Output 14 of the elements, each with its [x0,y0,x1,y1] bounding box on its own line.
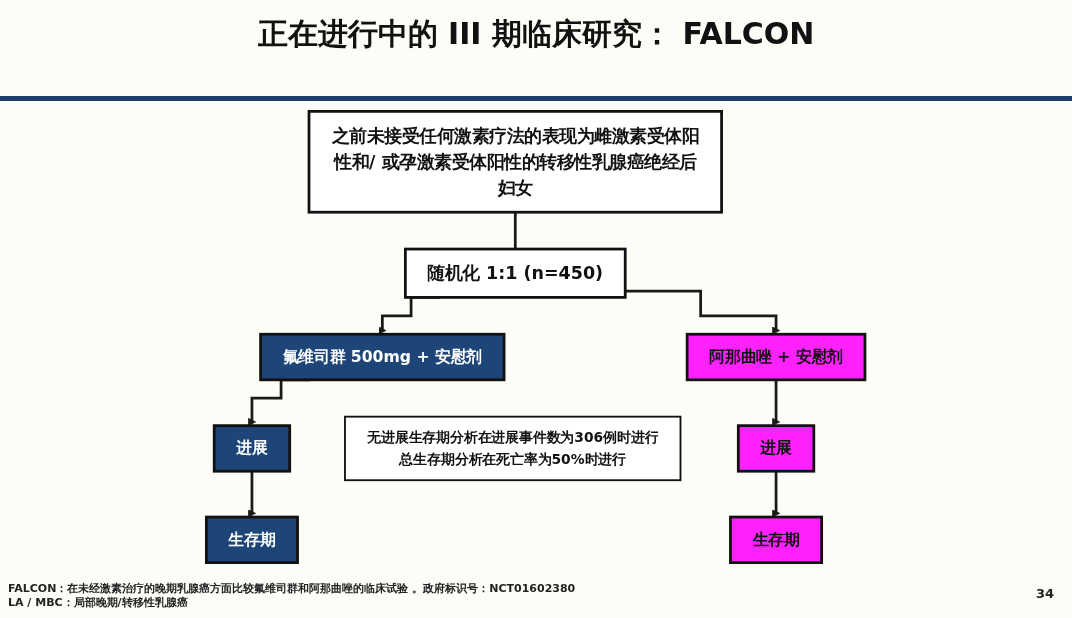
node-box: 氟维司群 500mg + 安慰剂 [259,332,506,382]
node-box: 生存期 [729,515,824,564]
node-box: 随机化 1:1 (n=450) [404,247,627,299]
node-box: 生存期 [205,515,300,564]
node-box: 之前未接受任何激素疗法的表现为雌激素受体阳性和/ 或孕激素受体阳性的转移性乳腺癌绝经后妇女 [307,110,724,214]
node-box: 进展 [737,424,816,473]
node-box: 进展 [213,424,292,473]
arrow [625,289,781,335]
footnote: LA / MBC：局部晚期/转移性乳腺癌 [8,596,189,610]
footnote: FALCON：在未经激素治疗的晚期乳腺癌方面比较氟维司群和阿那曲唑的临床试验 。政府标识号：NCT01602380 [8,582,576,596]
node-box: 无进展生存期分析在进展事件数为306例时进行 总生存期分析在死亡率为50%时进行 [344,415,682,482]
page-number: 34 [1035,586,1054,601]
node-box: 阿那曲唑 + 安慰剂 [686,332,867,382]
slide-title: 正在进行中的 III 期临床研究： FALCON [256,15,816,53]
